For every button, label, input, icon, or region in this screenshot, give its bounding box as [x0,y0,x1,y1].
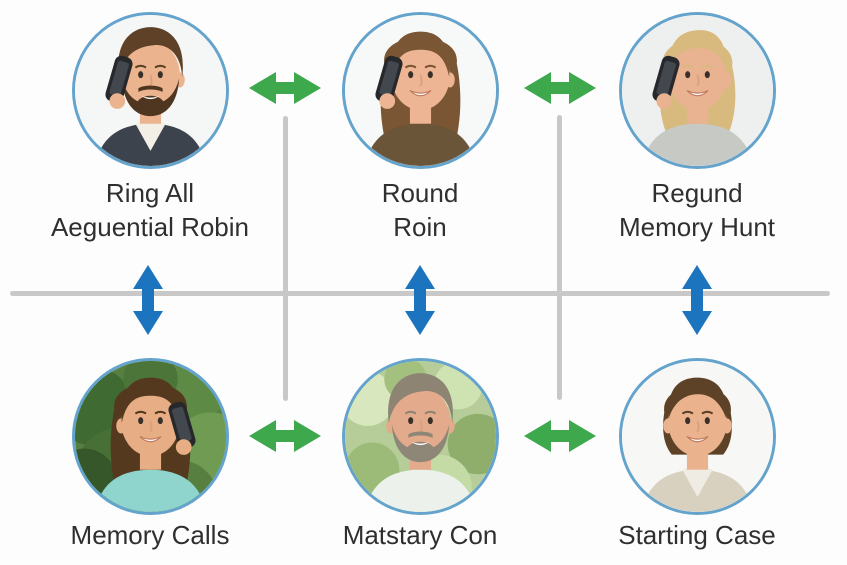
label-line1: Regund [651,178,743,208]
horizontal-double-arrow-icon [248,69,322,107]
avatar [344,15,496,166]
avatar [621,15,773,166]
label-line1: Matstary Con [342,520,498,550]
label-line2: Aeguential Robin [50,212,250,242]
photo-ring-all [71,12,229,169]
label-line2: Memory Hunt [618,212,776,242]
avatar [74,15,226,166]
vertical-divider-line-left [283,116,288,401]
node-matstary-con: Matstary Con [280,358,560,552]
horizontal-double-arrow-icon [523,417,597,455]
node-label: Memory Calls [10,518,290,552]
node-label: Regund Memory Hunt [557,176,837,244]
photo-regund-memory-hunt [618,12,776,169]
vertical-double-arrow-icon [681,264,713,336]
node-regund-memory-hunt: Regund Memory Hunt [557,12,837,244]
node-starting-case: Starting Case [557,358,837,552]
node-label: Starting Case [557,518,837,552]
label-line1: Memory Calls [70,520,230,550]
vertical-divider-line-right [557,115,562,400]
avatar [74,361,226,512]
photo-round-roin [341,12,499,169]
label-line1: Round [381,178,459,208]
node-label: Round Roin [280,176,560,244]
vertical-double-arrow-icon [132,264,164,336]
horizontal-double-arrow-icon [248,417,322,455]
photo-memory-calls [71,358,229,515]
node-round-roin: Round Roin [280,12,560,244]
node-label: Matstary Con [280,518,560,552]
label-line2: Roin [393,212,447,242]
node-ring-all: Ring All Aeguential Robin [10,12,290,244]
label-line1: Starting Case [618,520,776,550]
avatar [344,361,496,512]
photo-matstary-con [341,358,499,515]
avatar [621,361,773,512]
horizontal-double-arrow-icon [523,69,597,107]
node-memory-calls: Memory Calls [10,358,290,552]
photo-starting-case [618,358,776,515]
label-line1: Ring All [105,178,195,208]
node-label: Ring All Aeguential Robin [10,176,290,244]
vertical-double-arrow-icon [404,264,436,336]
